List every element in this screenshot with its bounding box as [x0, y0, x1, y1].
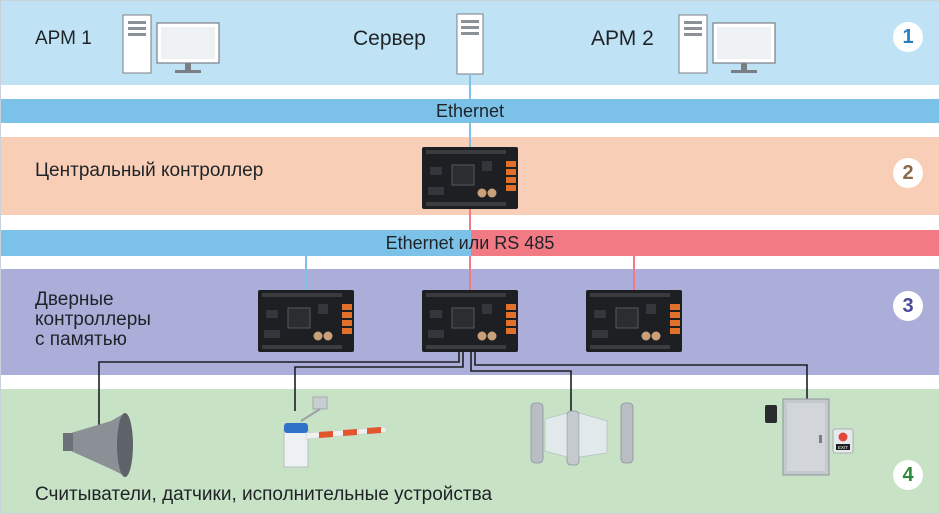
- arm1-label: АРМ 1: [35, 28, 92, 49]
- tier-badge-2: 2: [893, 158, 923, 188]
- arm2-label: АРМ 2: [591, 27, 654, 50]
- door-controllers-label-line-3: с памятью: [35, 329, 127, 350]
- server-icon: [456, 13, 484, 75]
- door-controllers-label-line-1: Дверные: [35, 289, 114, 310]
- door-icon: [782, 398, 830, 476]
- exit-button-icon: EXIT: [832, 428, 854, 454]
- computer-icon: [678, 14, 776, 74]
- tier-badge-4: 4: [893, 460, 923, 490]
- controller-board-icon: [585, 289, 683, 353]
- server-label: Сервер: [353, 27, 426, 50]
- bus-ethernet-rs485-label: Ethernet или RS 485: [385, 233, 555, 253]
- devices-label: Считыватели, датчики, исполнительные уст…: [35, 484, 493, 505]
- bus-ethernet: [1, 99, 939, 123]
- tier-badge-3: 3: [893, 291, 923, 321]
- device-cables: [98, 352, 808, 426]
- door-controllers-label-line-2: контроллеры: [35, 309, 151, 330]
- central-controller-label: Центральный контроллер: [35, 160, 264, 181]
- bus-ethernet-rs485: [1, 230, 939, 256]
- speaker-icon: [63, 413, 133, 477]
- controller-board-icon: [421, 146, 519, 210]
- exit-button-label: EXIT: [838, 445, 848, 450]
- controller-board-icon: [421, 289, 519, 353]
- card-reader-icon: [765, 405, 777, 423]
- barrier-gate-icon: [283, 396, 387, 468]
- tier-badge-1: 1: [893, 22, 923, 52]
- computer-icon: [122, 14, 220, 74]
- turnstile-icon: [530, 402, 634, 466]
- bus-ethernet-label: Ethernet: [435, 101, 505, 121]
- controller-board-icon: [257, 289, 355, 353]
